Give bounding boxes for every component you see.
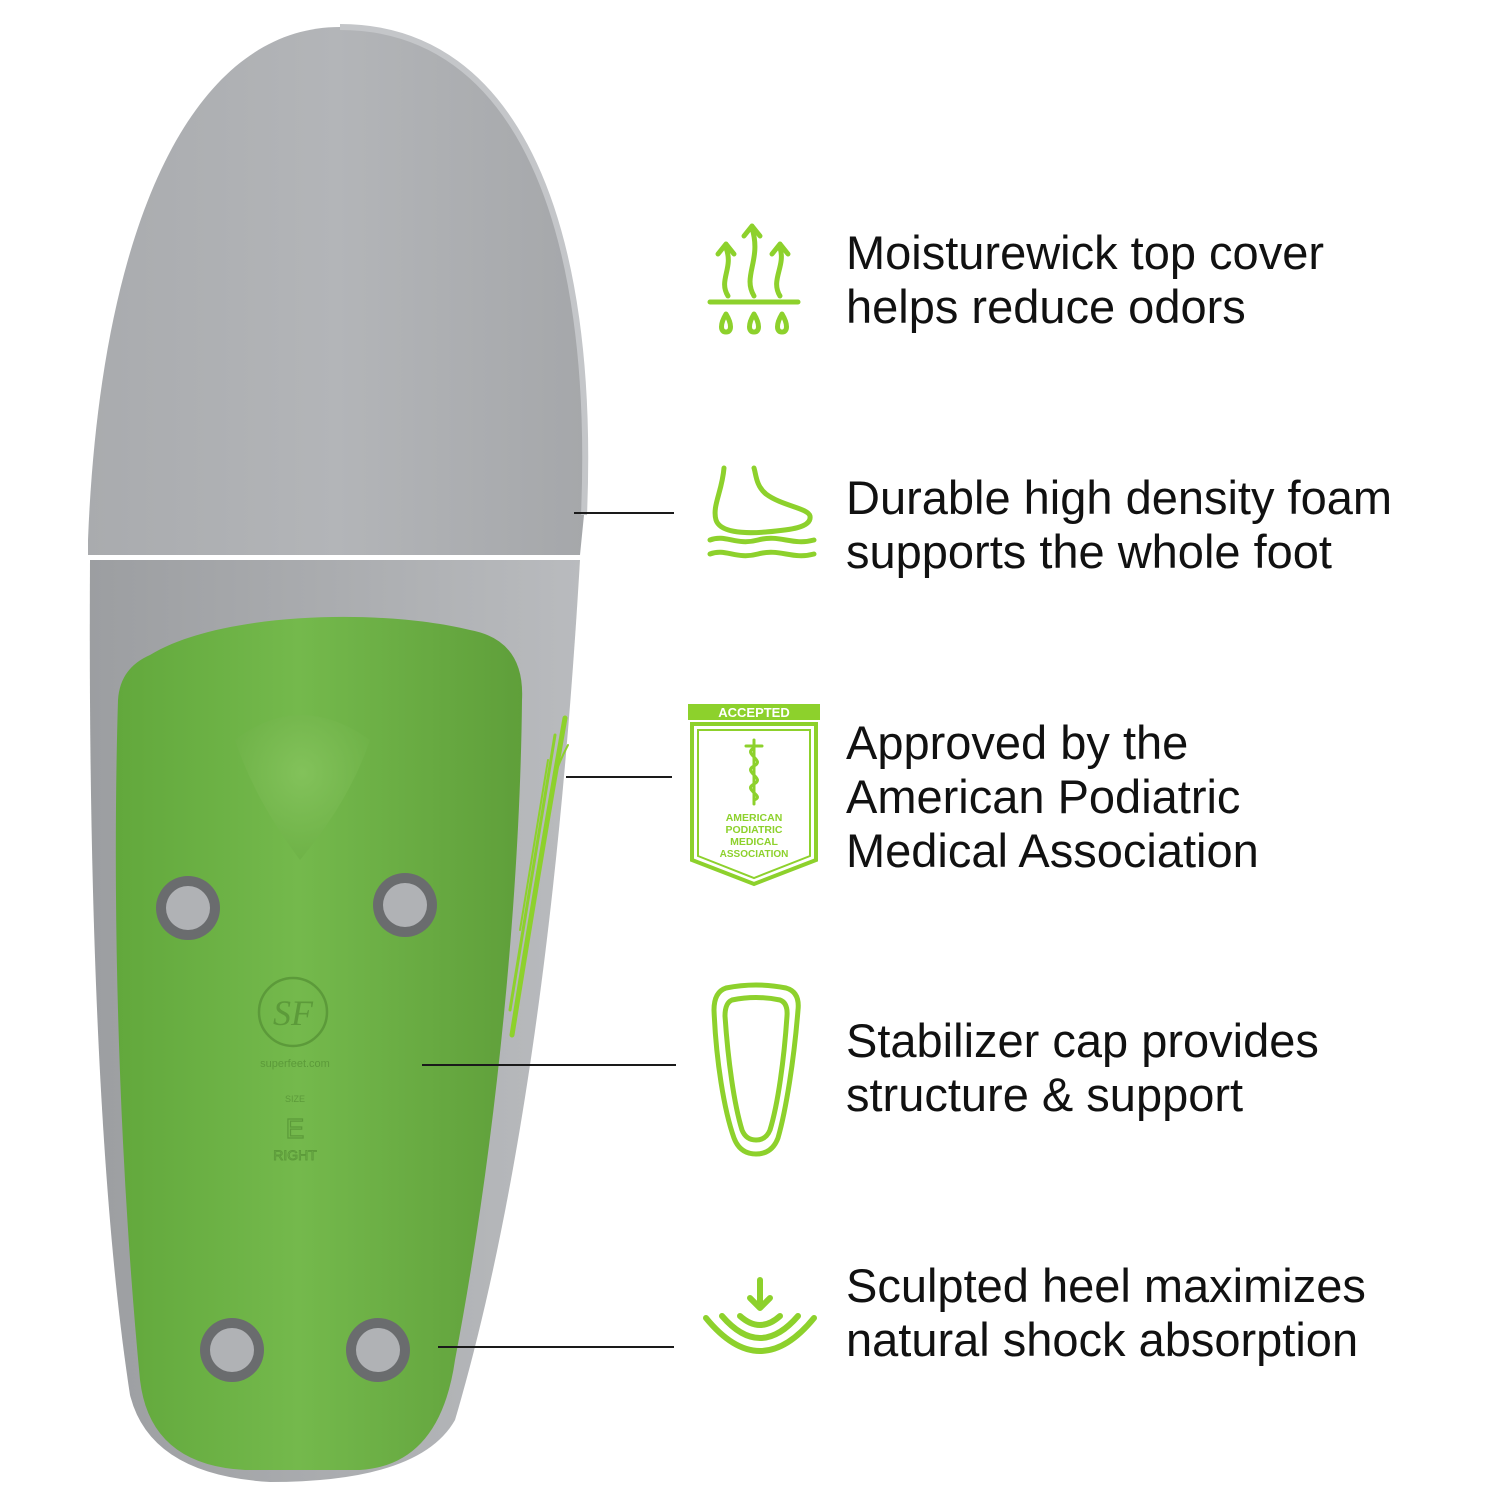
feature-line: Approved by the [846, 716, 1189, 769]
heel-pod [346, 1318, 410, 1382]
feature-heel: Sculpted heel maximizes natural shock ab… [846, 1259, 1366, 1367]
leader-line-top-cover [574, 512, 674, 514]
apma-seal-icon: ACCEPTED AMERICAN PODIATRIC MEDICAL ASSO… [688, 704, 820, 887]
apma-seal-line-1: AMERICAN [726, 812, 783, 824]
feature-line: Sculpted heel maximizes [846, 1259, 1366, 1312]
feature-line: Medical Association [846, 824, 1259, 877]
leader-line-heel [438, 1346, 674, 1348]
foot-foam-icon [707, 465, 817, 559]
stabilizer-heel-cup [115, 616, 523, 1470]
feature-line: Durable high density foam [846, 471, 1393, 524]
brand-logo-circle [257, 976, 329, 1048]
size-caption: SIZE [285, 1094, 305, 1104]
apma-seal-line-4: ASSOCIATION [720, 849, 789, 860]
brand-logo-mark: SF [273, 993, 314, 1033]
feature-stabilizer: Stabilizer cap provides structure & supp… [846, 1014, 1319, 1122]
feature-line: American Podiatric [846, 770, 1241, 823]
shock-absorption-icon [703, 1277, 817, 1354]
feature-line: Stabilizer cap provides [846, 1014, 1319, 1067]
feature-moisturewick: Moisturewick top cover helps reduce odor… [846, 226, 1324, 334]
brand-url: superfeet.com [260, 1058, 330, 1070]
leader-line-apma [566, 776, 672, 778]
insole-top-cover [88, 27, 586, 555]
feature-line: natural shock absorption [846, 1313, 1359, 1366]
insole-side-label: RIGHT [273, 1147, 317, 1163]
heel-pod [373, 873, 437, 937]
size-letter: E [286, 1113, 305, 1144]
apma-seal-header: ACCEPTED [718, 705, 790, 720]
stabilizer-cap-icon [711, 982, 801, 1157]
feature-line: structure & support [846, 1068, 1244, 1121]
heel-pod [200, 1318, 264, 1382]
apma-seal-line-3: MEDICAL [730, 836, 778, 848]
moisture-wick-icon [707, 223, 801, 335]
flex-motion-marks [508, 715, 569, 1038]
apma-seal-line-2: PODIATRIC [726, 824, 783, 836]
feature-foam: Durable high density foam supports the w… [846, 471, 1392, 579]
leader-line-stabilizer [422, 1064, 676, 1066]
insole-illustration: SF superfeet.com SIZE E RIGHT [88, 24, 589, 1482]
feature-line: helps reduce odors [846, 280, 1246, 333]
feature-line: Moisturewick top cover [846, 226, 1324, 279]
feature-apma: Approved by the American Podiatric Medic… [846, 716, 1259, 878]
feature-line: supports the whole foot [846, 525, 1332, 578]
heel-pod [156, 876, 220, 940]
